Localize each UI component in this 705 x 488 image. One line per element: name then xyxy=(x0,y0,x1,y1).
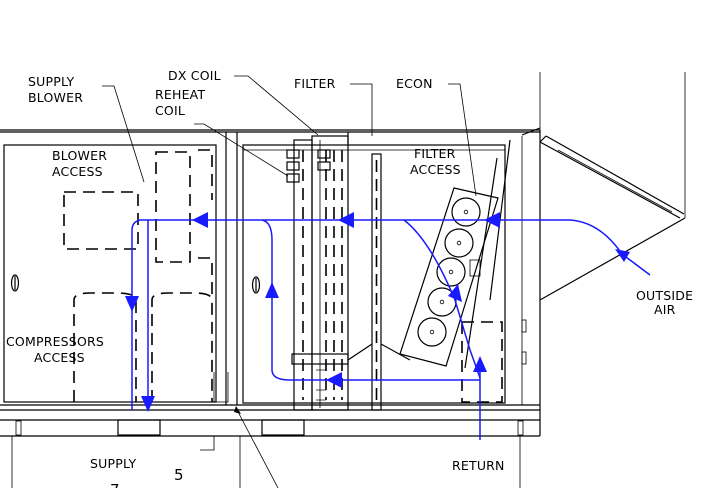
reheat-coil-label-line2: COIL xyxy=(155,103,185,118)
filter-rack xyxy=(347,153,411,411)
compressors-access-label-line1: COMPRESSORS xyxy=(6,334,104,349)
econ-label: ECON xyxy=(396,76,433,91)
supply-label: SUPPLY xyxy=(90,456,136,471)
supply-blower-label-line1: SUPPLY xyxy=(28,74,74,89)
economizer xyxy=(399,139,511,369)
dx-coil xyxy=(291,135,349,411)
outside-air-label-line1: OUTSIDE xyxy=(636,288,693,303)
filter-access-label-line2: ACCESS xyxy=(410,162,461,177)
dimension-7-label: 7 xyxy=(110,481,120,488)
outside-air-hood xyxy=(521,127,686,301)
airflow-arrows xyxy=(125,212,630,412)
return-label: RETURN xyxy=(452,458,505,473)
drain-pan-hatch xyxy=(316,369,326,401)
compressors-access-label-line2: ACCESS xyxy=(34,350,85,365)
blower-access-label-line1: BLOWER xyxy=(52,148,107,163)
outside-air-label-line2: AIR xyxy=(654,302,676,317)
filter-access-label-line1: FILTER xyxy=(414,146,456,161)
return-opening xyxy=(461,319,527,403)
airflow-paths xyxy=(131,219,651,440)
leader-lines xyxy=(102,75,477,488)
cabinet xyxy=(0,72,686,488)
supply-blower-label-line2: BLOWER xyxy=(28,90,83,105)
reheat-coil xyxy=(286,139,313,411)
blower-access-label-line2: ACCESS xyxy=(52,164,103,179)
dimension-5-label: 5 xyxy=(174,466,184,484)
filter-label: FILTER xyxy=(294,76,336,91)
filter-door-handle xyxy=(251,276,261,294)
compressors-door-handle xyxy=(10,274,20,292)
reheat-coil-label-line1: REHEAT xyxy=(155,87,205,102)
dx-coil-label: DX COIL xyxy=(168,68,221,83)
